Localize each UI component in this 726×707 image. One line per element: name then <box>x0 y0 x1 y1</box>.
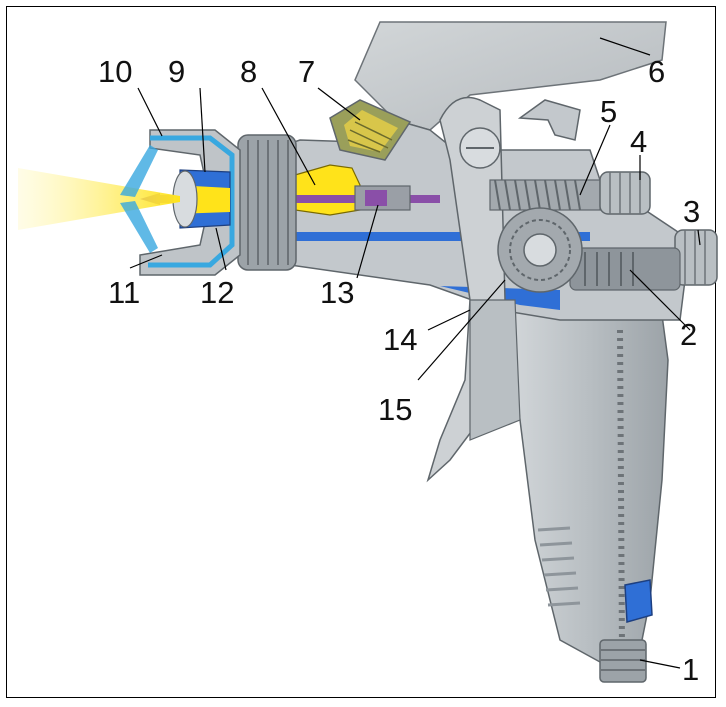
label-12: 12 <box>200 275 234 310</box>
adjust-gear <box>497 207 583 293</box>
label-4: 4 <box>630 124 647 159</box>
part-labels: 1 2 3 4 5 6 7 8 9 10 11 12 13 14 15 <box>98 54 700 687</box>
needle-spring <box>489 179 601 211</box>
air-valve <box>569 247 681 291</box>
diagram-frame <box>6 6 716 698</box>
label-6: 6 <box>648 54 665 89</box>
label-1: 1 <box>682 652 699 687</box>
label-15: 15 <box>378 392 412 427</box>
label-5: 5 <box>600 94 617 129</box>
label-11: 11 <box>108 275 140 310</box>
spray-fan <box>18 145 180 253</box>
fluid-needle <box>140 185 440 211</box>
label-9: 9 <box>168 54 185 89</box>
label-10: 10 <box>98 54 132 89</box>
label-13: 13 <box>320 275 354 310</box>
fluid-passage <box>294 164 361 216</box>
leader-lines <box>129 37 701 669</box>
label-14: 14 <box>383 322 417 357</box>
gun-handle <box>504 299 669 663</box>
paint-filter <box>329 99 412 161</box>
label-3: 3 <box>683 194 700 229</box>
paint-cup <box>354 21 667 131</box>
air-cap-ring <box>237 134 297 271</box>
air-adjust-knob <box>674 229 718 286</box>
label-7: 7 <box>298 54 315 89</box>
air-cap <box>139 129 241 276</box>
label-8: 8 <box>240 54 257 89</box>
trigger <box>426 96 581 483</box>
air-inlet-fitting <box>599 579 653 683</box>
fluid-adjust-knob <box>599 171 651 215</box>
label-2: 2 <box>680 317 697 352</box>
